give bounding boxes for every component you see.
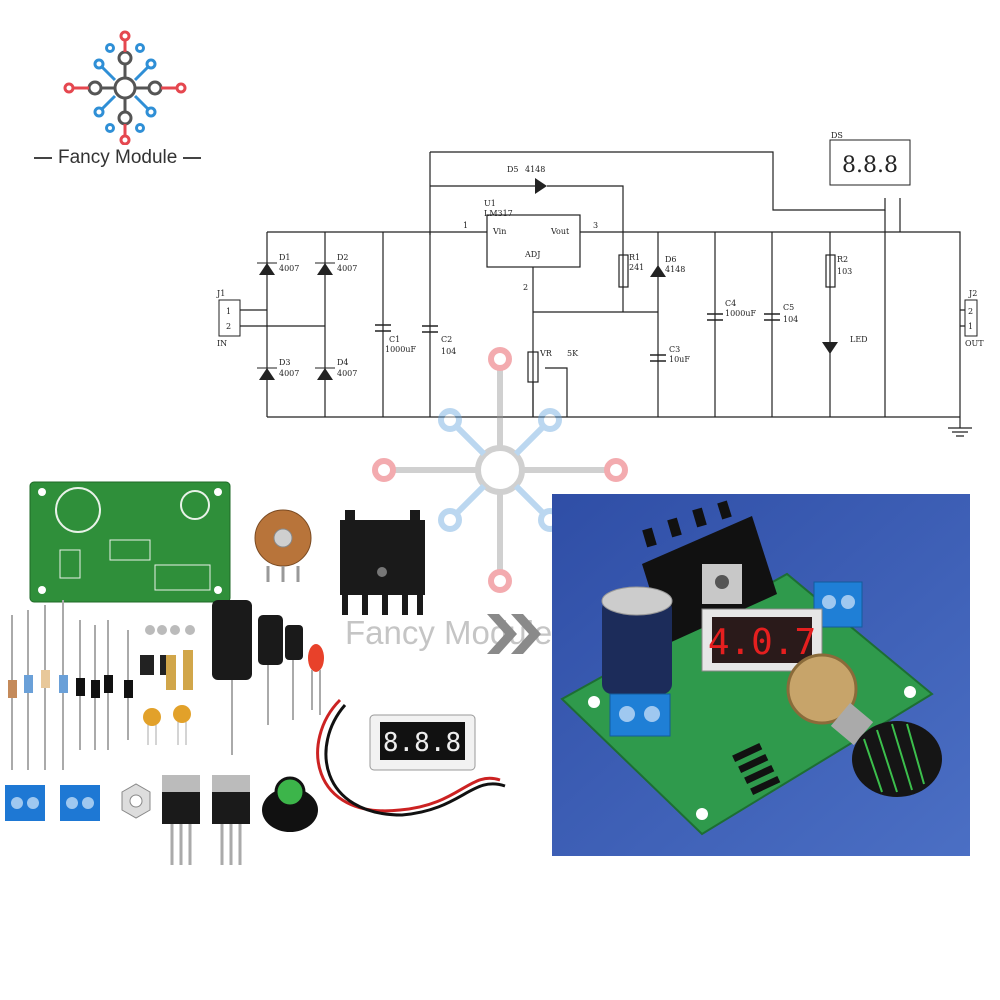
- heatsink: [340, 510, 425, 615]
- label-j1-pin2: 2: [226, 322, 231, 331]
- label-d2: D2: [337, 253, 349, 262]
- label-j1-in: IN: [217, 339, 227, 348]
- label-d5: D5: [507, 165, 519, 174]
- kit-parts-photo: 8.8.8: [5, 481, 506, 865]
- label-c4: C4: [725, 299, 736, 308]
- potentiometer: [254, 509, 312, 582]
- label-r2-val: 103: [837, 267, 852, 276]
- brand-name: Fancy Module: [34, 147, 214, 169]
- label-j2-out: OUT: [965, 339, 984, 348]
- knob: [262, 776, 318, 832]
- label-c5: C5: [783, 303, 794, 312]
- label-r1: R1: [629, 253, 640, 262]
- terminal-blocks: [5, 785, 100, 821]
- label-ds: DS: [831, 131, 843, 140]
- label-u1-part: LM317: [484, 209, 513, 218]
- label-d2-val: 4007: [337, 264, 357, 273]
- label-vr-val: 5K: [567, 349, 579, 358]
- label-r2: R2: [837, 255, 848, 264]
- module-diodes: [732, 742, 781, 795]
- electrolytic-capacitors: [212, 600, 303, 755]
- led-display-reading: 4.0.7: [708, 622, 816, 663]
- screws-and-standoffs: [140, 625, 195, 745]
- label-u1: U1: [484, 199, 496, 208]
- label-d4: D4: [337, 358, 349, 367]
- label-c1: C1: [389, 335, 400, 344]
- label-d6: D6: [665, 255, 677, 264]
- red-led: [308, 644, 324, 715]
- label-c2: C2: [441, 335, 452, 344]
- digital-voltmeter: 8.8.8: [369, 714, 476, 771]
- label-d3-val: 4007: [279, 369, 299, 378]
- label-c3: C3: [669, 345, 680, 354]
- label-j1-pin1: 1: [226, 307, 231, 316]
- chevron-right-icon: [487, 614, 541, 654]
- label-d5-val: 4148: [525, 165, 545, 174]
- regulator-chips: [162, 775, 250, 865]
- module-heatsink: [642, 500, 777, 644]
- label-d1-val: 4007: [279, 264, 299, 273]
- label-pin3: 3: [593, 221, 598, 230]
- module-knob: [786, 653, 942, 797]
- label-j2-pin1: 1: [968, 322, 973, 331]
- label-d6-val: 4148: [665, 265, 685, 274]
- fancy-module-logo: [63, 30, 187, 145]
- label-j2: J2: [968, 289, 977, 298]
- display-digits: 8.8.8: [842, 153, 898, 178]
- label-d3: D3: [279, 358, 291, 367]
- led-display: 4.0.7: [701, 608, 823, 672]
- label-pin2: 2: [523, 283, 528, 292]
- label-d1: D1: [279, 253, 291, 262]
- terminal-in: [609, 693, 671, 737]
- label-c5-val: 104: [783, 315, 798, 324]
- label-j1: J1: [216, 289, 225, 298]
- module-capacitor: [601, 586, 673, 694]
- label-pin1: 1: [463, 221, 468, 230]
- label-c1-val: 1000uF: [385, 345, 417, 354]
- circuit-schematic: 8.8.8 J1 1 2 IN D1 4007 D2 4007 D3 4007 …: [216, 131, 984, 437]
- label-u1-vin: Vin: [492, 227, 506, 236]
- voltmeter-display: 8.8.8: [383, 728, 461, 758]
- label-r1-val: 241: [629, 263, 644, 272]
- label-c4-val: 1000uF: [725, 309, 757, 318]
- label-led: LED: [850, 335, 868, 344]
- label-d4-val: 4007: [337, 369, 357, 378]
- label-vr: VR: [539, 349, 553, 358]
- label-u1-vout: Vout: [550, 227, 570, 236]
- label-c3-val: 10uF: [669, 355, 690, 364]
- bare-pcb: [29, 481, 231, 603]
- assembled-module-photo: 4.0.7: [552, 494, 970, 856]
- label-u1-adj: ADJ: [524, 250, 540, 259]
- label-j2-pin2: 2: [968, 307, 973, 316]
- label-c2-val: 104: [441, 347, 456, 356]
